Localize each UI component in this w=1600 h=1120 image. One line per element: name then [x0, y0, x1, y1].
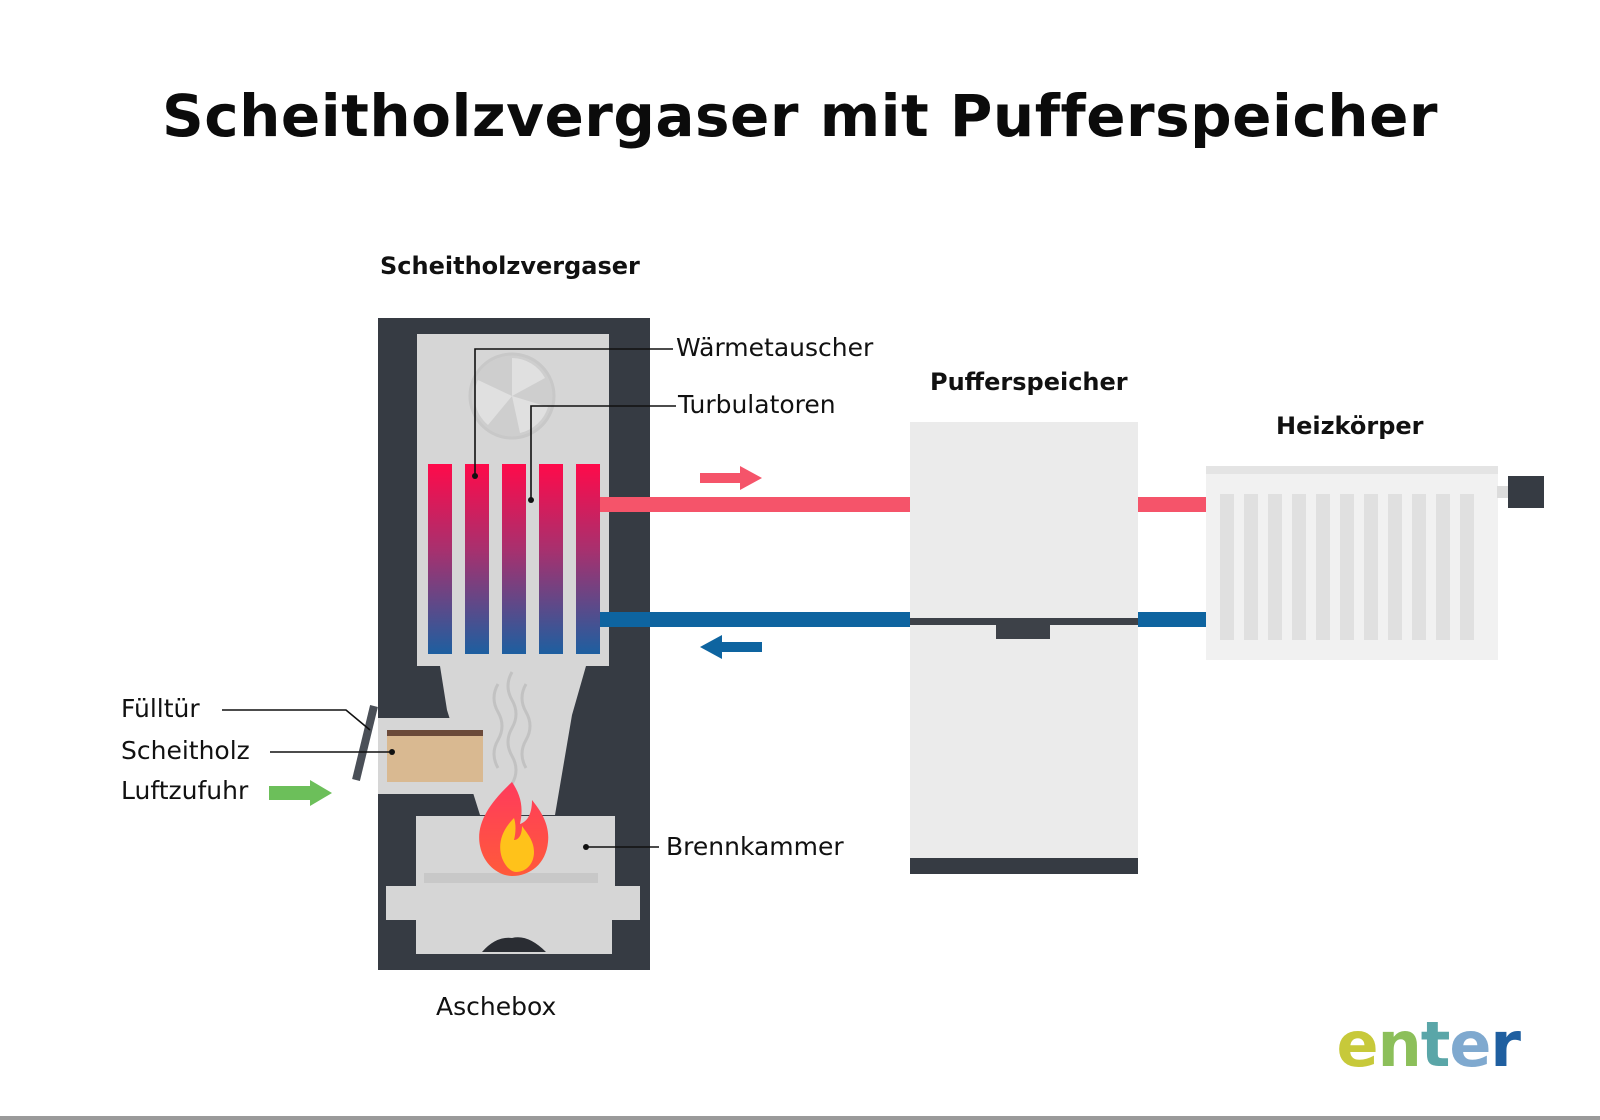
heat-tube [539, 464, 563, 654]
logo-letter: e [1336, 1008, 1379, 1081]
buffer-tank-base [910, 858, 1138, 874]
turbulators-label: Turbulatoren [678, 390, 836, 419]
enter-logo: enter [1336, 1008, 1521, 1081]
cold-pipe-buffer-radiator [1136, 612, 1208, 627]
heat-tube [428, 464, 452, 654]
firewood-bark [387, 730, 483, 736]
fill-door [352, 705, 378, 781]
boiler-heading: Scheitholzvergaser [380, 252, 640, 280]
thermostat-valve-icon [1508, 476, 1544, 508]
boiler [352, 318, 650, 970]
radiator-heading: Heizkörper [1276, 412, 1424, 440]
heat-exchanger-tubes [428, 464, 600, 654]
fill-door-label: Fülltür [121, 694, 200, 723]
radiator-top-bar [1206, 466, 1498, 474]
ash-pile [482, 937, 546, 952]
hot-pipe-buffer-radiator [1136, 497, 1208, 512]
bottom-divider [0, 1116, 1600, 1120]
combustion-chamber-label: Brennkammer [666, 832, 844, 861]
flame-icon [479, 782, 549, 876]
logo-letter: e [1449, 1008, 1491, 1081]
logo-letter: n [1377, 1008, 1422, 1081]
firewood-log [387, 732, 483, 782]
ash-box-label: Aschebox [436, 992, 557, 1021]
air-supply-arrow-icon [269, 780, 332, 806]
buffer-tank-coupling [996, 625, 1050, 639]
radiator-valve-stem [1497, 486, 1509, 498]
leader-lines [222, 348, 676, 848]
logo-letter: t [1420, 1008, 1451, 1081]
pipes [600, 497, 1208, 627]
hot-pipe-boiler-buffer [600, 497, 910, 512]
page-title: Scheitholzvergaser mit Pufferspeicher [161, 82, 1439, 150]
buffer-heading: Pufferspeicher [930, 368, 1128, 396]
smoke-waves [492, 671, 532, 785]
logo-letter: r [1490, 1008, 1521, 1081]
air-supply-label: Luftzufuhr [121, 776, 249, 805]
heat-tube [502, 464, 526, 654]
buffer-tank [910, 422, 1138, 874]
heat-tube [465, 464, 489, 654]
cold-flow-arrow-icon [700, 635, 762, 659]
hot-flow-arrow-icon [700, 466, 762, 490]
fan-icon [468, 352, 556, 440]
buffer-tank-body [910, 422, 1138, 874]
cold-pipe-boiler-buffer [600, 612, 910, 627]
heat-tube [576, 464, 600, 654]
heat-exchanger-label: Wärmetauscher [676, 333, 874, 362]
firewood-label: Scheitholz [121, 736, 250, 765]
ash-box [386, 886, 640, 954]
radiator [1206, 466, 1544, 660]
